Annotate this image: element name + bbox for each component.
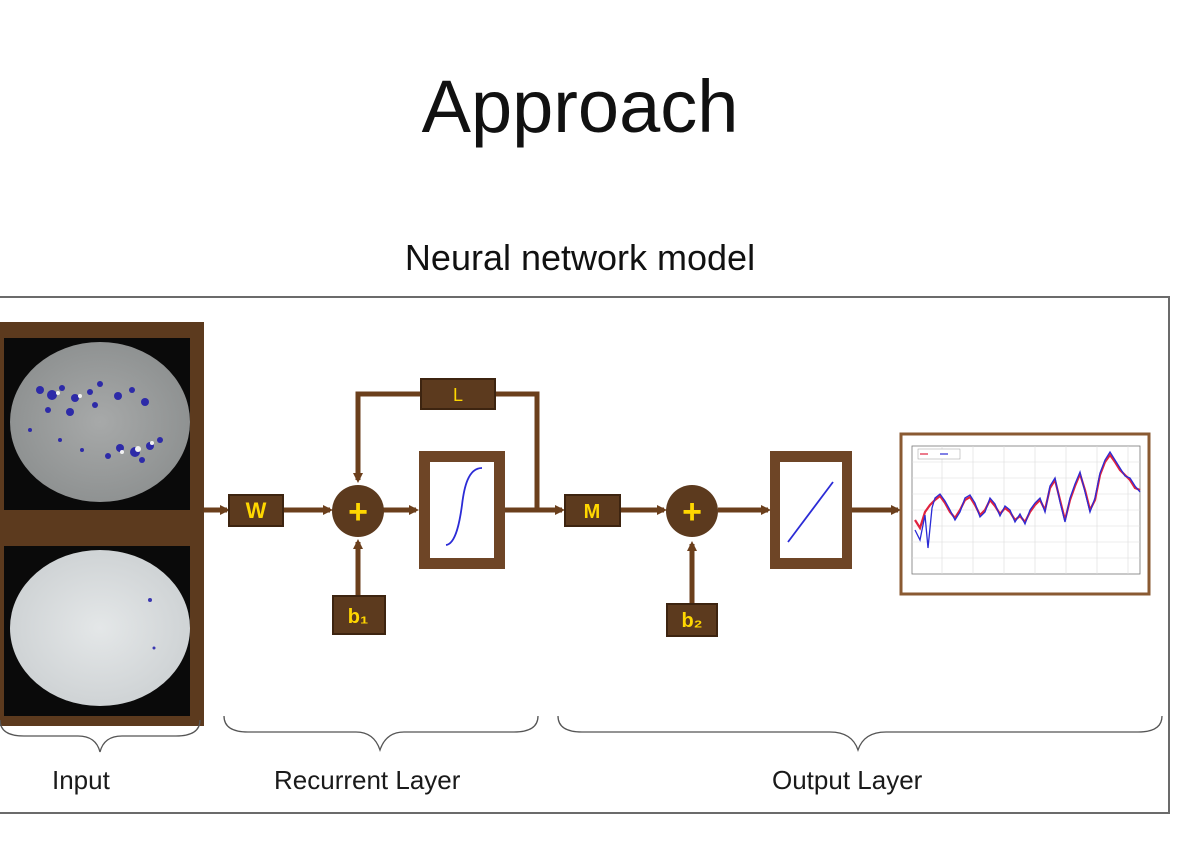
sum-2-symbol: + <box>682 493 702 531</box>
bias-b2-label: b₂ <box>681 610 702 632</box>
feedback-l-block: L <box>420 378 496 410</box>
weight-m-label: M <box>584 501 601 523</box>
page-title: Approach <box>421 65 739 148</box>
output-forecast-plot <box>899 432 1151 596</box>
sum-node-1: + <box>332 485 384 537</box>
input-brace <box>0 719 201 753</box>
solar-image-magnetogram <box>4 338 190 510</box>
sigmoid-transfer-block <box>419 451 505 569</box>
linear-transfer-block <box>770 451 852 569</box>
input-panel <box>0 322 204 726</box>
recurrent-brace <box>223 715 539 753</box>
weight-m-block: M <box>564 494 621 527</box>
weight-w-label: W <box>246 498 267 523</box>
feedback-l-label: L <box>453 385 463 405</box>
bias-b1-block: b₁ <box>332 595 386 635</box>
sigmoid-curve <box>445 467 483 546</box>
diagram-subtitle: Neural network model <box>404 237 756 278</box>
solar-image-continuum <box>4 546 190 716</box>
recurrent-layer-label: Recurrent Layer <box>274 765 461 795</box>
linear-curve <box>787 481 834 543</box>
bias-b1-label: b₁ <box>348 606 369 628</box>
output-layer-label: Output Layer <box>772 765 923 795</box>
input-section-label: Input <box>52 765 110 795</box>
section-braces <box>0 715 1163 753</box>
sum-node-2: + <box>666 485 718 537</box>
sum-1-symbol: + <box>348 493 368 531</box>
weight-w-block: W <box>228 494 284 527</box>
signal-arrows <box>204 391 901 604</box>
output-brace <box>557 715 1163 753</box>
diagram-frame <box>0 296 1170 814</box>
bias-b2-block: b₂ <box>666 603 718 637</box>
